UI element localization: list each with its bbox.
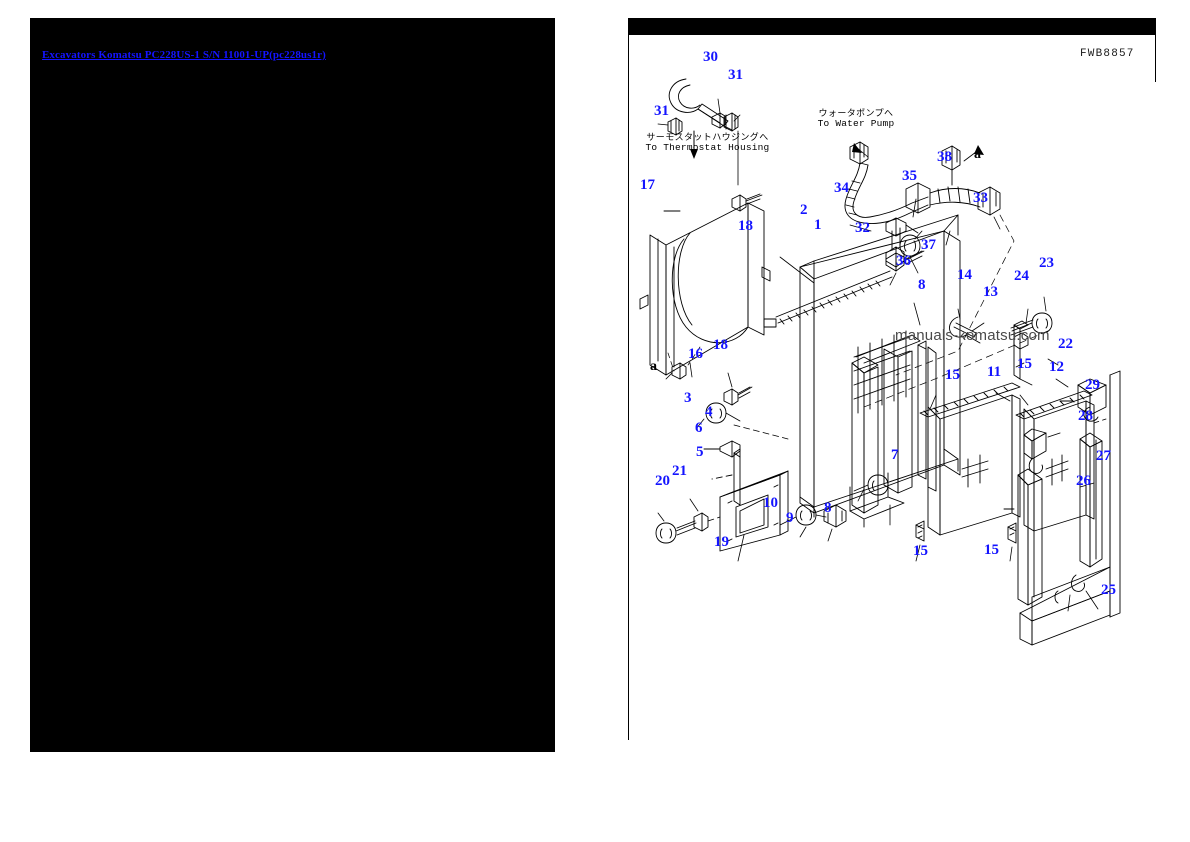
- callout-31[interactable]: 31: [654, 103, 669, 119]
- note-to-water-pump: ウォータポンプへ To Water Pump: [806, 109, 906, 130]
- sheet-header-bar: [628, 18, 1156, 35]
- callout-4[interactable]: 4: [705, 404, 713, 420]
- catalog-breadcrumb-link[interactable]: Excavators Komatsu PC228US-1 S/N 11001-U…: [42, 49, 326, 61]
- section-mark-a: a: [650, 359, 657, 374]
- callout-17[interactable]: 17: [640, 177, 655, 193]
- callout-15[interactable]: 15: [984, 542, 999, 558]
- sheet-border-right: [1155, 35, 1156, 82]
- note-water-pump-en: To Water Pump: [817, 118, 895, 130]
- callout-24[interactable]: 24: [1014, 268, 1029, 284]
- callout-1[interactable]: 1: [814, 217, 822, 233]
- callout-15[interactable]: 15: [945, 367, 960, 383]
- callout-16[interactable]: 16: [688, 346, 703, 362]
- callout-3[interactable]: 3: [684, 390, 692, 406]
- drawing-sheet: FWB8857: [628, 18, 1156, 740]
- callout-14[interactable]: 14: [957, 267, 972, 283]
- drawing-number: FWB8857: [1080, 48, 1135, 60]
- callout-33[interactable]: 33: [973, 190, 988, 206]
- callout-8[interactable]: 8: [824, 500, 832, 516]
- section-mark-a: a: [974, 147, 981, 162]
- callout-13[interactable]: 13: [983, 284, 998, 300]
- callout-30[interactable]: 30: [703, 49, 718, 65]
- note-water-pump-jp: ウォータポンプへ: [818, 109, 894, 119]
- callout-23[interactable]: 23: [1039, 255, 1054, 271]
- callout-11[interactable]: 11: [987, 364, 1002, 380]
- sheet-border-left: [628, 35, 629, 740]
- callout-34[interactable]: 34: [834, 180, 849, 196]
- callout-5[interactable]: 5: [696, 444, 704, 460]
- callout-21[interactable]: 21: [672, 463, 687, 479]
- callout-19[interactable]: 19: [714, 534, 729, 550]
- callout-38[interactable]: 38: [937, 149, 952, 165]
- callout-28[interactable]: 28: [1078, 408, 1093, 424]
- callout-15[interactable]: 15: [913, 543, 928, 559]
- note-thermostat-jp: サーモスタットハウジングへ: [646, 133, 769, 143]
- callout-26[interactable]: 26: [1076, 473, 1091, 489]
- callout-8[interactable]: 8: [918, 277, 926, 293]
- callout-25[interactable]: 25: [1101, 582, 1116, 598]
- left-content-panel: Excavators Komatsu PC228US-1 S/N 11001-U…: [30, 18, 555, 752]
- callout-6[interactable]: 6: [695, 420, 703, 436]
- callout-7[interactable]: 7: [891, 447, 899, 463]
- callout-10[interactable]: 10: [763, 495, 778, 511]
- callout-31[interactable]: 31: [728, 67, 743, 83]
- callout-27[interactable]: 27: [1096, 448, 1111, 464]
- callout-32[interactable]: 32: [855, 220, 870, 236]
- callout-37[interactable]: 37: [921, 237, 936, 253]
- callout-36[interactable]: 36: [896, 253, 911, 269]
- callout-2[interactable]: 2: [800, 202, 808, 218]
- callout-12[interactable]: 12: [1049, 359, 1064, 375]
- note-to-thermostat-housing: サーモスタットハウジングへ To Thermostat Housing: [645, 133, 770, 154]
- callout-35[interactable]: 35: [902, 168, 917, 184]
- note-thermostat-en: To Thermostat Housing: [645, 142, 770, 154]
- callout-22[interactable]: 22: [1058, 336, 1073, 352]
- exploded-assembly-drawing: [628, 35, 1156, 740]
- callout-29[interactable]: 29: [1085, 377, 1100, 393]
- callout-18[interactable]: 18: [713, 337, 728, 353]
- callout-20[interactable]: 20: [655, 473, 670, 489]
- callout-15[interactable]: 15: [1017, 356, 1032, 372]
- callout-9[interactable]: 9: [786, 510, 794, 526]
- callout-18[interactable]: 18: [738, 218, 753, 234]
